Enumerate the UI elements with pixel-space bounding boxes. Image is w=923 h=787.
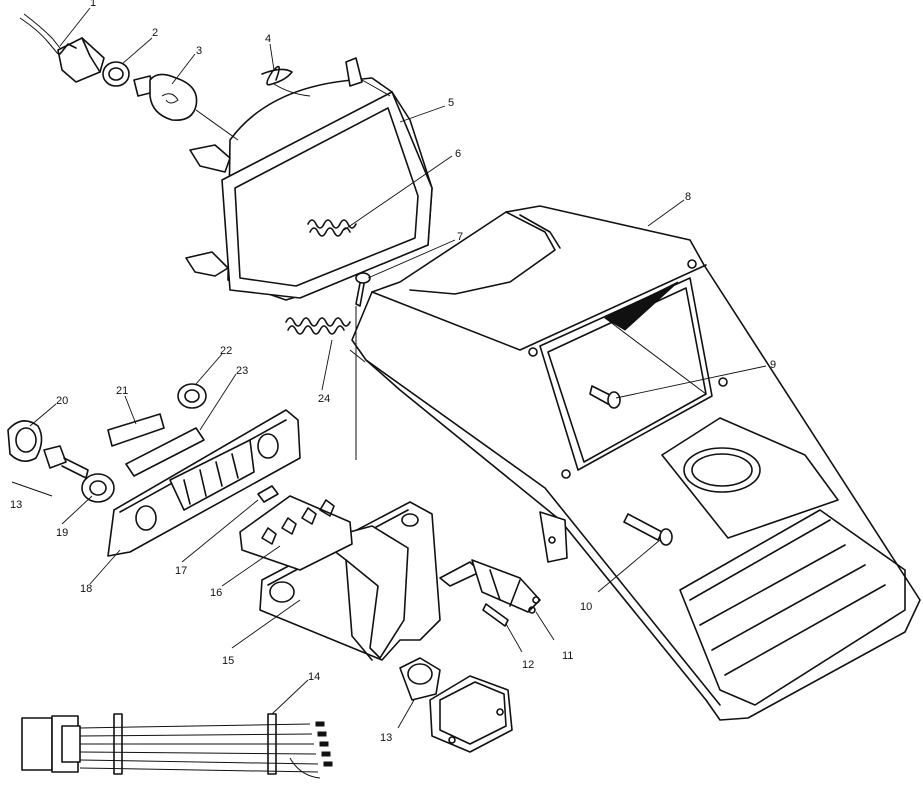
grommet — [177, 383, 207, 409]
callout-13-key: 13 — [10, 499, 22, 511]
wire-clip — [261, 65, 311, 97]
adjuster-spring-lower — [285, 317, 366, 363]
callout-20: 20 — [56, 395, 68, 407]
leader-lines — [29, 7, 767, 729]
callout-19: 19 — [56, 527, 68, 539]
callout-15: 15 — [222, 655, 234, 667]
callout-9: 9 — [770, 359, 776, 371]
callout-5: 5 — [448, 97, 454, 109]
callout-17: 17 — [175, 565, 187, 577]
key-bezel — [81, 473, 115, 503]
callout-24: 24 — [318, 393, 330, 405]
callout-8: 8 — [685, 191, 691, 203]
indicator-pin — [257, 485, 279, 503]
wiring-harness — [21, 713, 333, 779]
upper-bracket — [107, 409, 301, 557]
screw-small — [355, 272, 371, 460]
headlight-bulb — [133, 73, 239, 141]
lower-bracket — [259, 501, 441, 661]
screw-gauge-upper — [589, 385, 621, 409]
screw-switch — [482, 603, 509, 627]
callout-22: 22 — [220, 345, 232, 357]
callout-13-ignition: 13 — [380, 732, 392, 744]
retaining-ring — [102, 61, 130, 87]
callout-labels: 1 2 3 4 5 6 7 8 9 10 11 12 13 14 15 16 1… — [10, 0, 776, 744]
toggle-switch — [439, 559, 541, 614]
lens-plate — [125, 427, 205, 477]
callout-14: 14 — [308, 671, 320, 683]
headlight-housing — [185, 57, 433, 301]
callout-18: 18 — [80, 583, 92, 595]
callout-2: 2 — [152, 27, 158, 39]
bulb-socket-connector — [19, 13, 105, 83]
key-cap — [7, 420, 43, 462]
callout-21: 21 — [116, 385, 128, 397]
ignition-key — [43, 445, 89, 479]
callout-10: 10 — [580, 601, 592, 613]
callout-11: 11 — [562, 650, 573, 662]
ignition-switch — [399, 657, 513, 753]
callout-6: 6 — [455, 148, 461, 160]
adjuster-spring-upper — [307, 219, 357, 237]
callout-16: 16 — [210, 587, 222, 599]
screw-long — [623, 513, 673, 546]
callout-3: 3 — [196, 45, 202, 57]
switch-block — [239, 495, 353, 571]
decal-label — [107, 413, 165, 447]
callout-7: 7 — [457, 231, 463, 243]
callout-12: 12 — [522, 659, 534, 671]
callout-23: 23 — [236, 365, 248, 377]
callout-1: 1 — [90, 0, 96, 9]
callout-4: 4 — [265, 33, 271, 45]
hood-console-panel — [351, 205, 921, 721]
